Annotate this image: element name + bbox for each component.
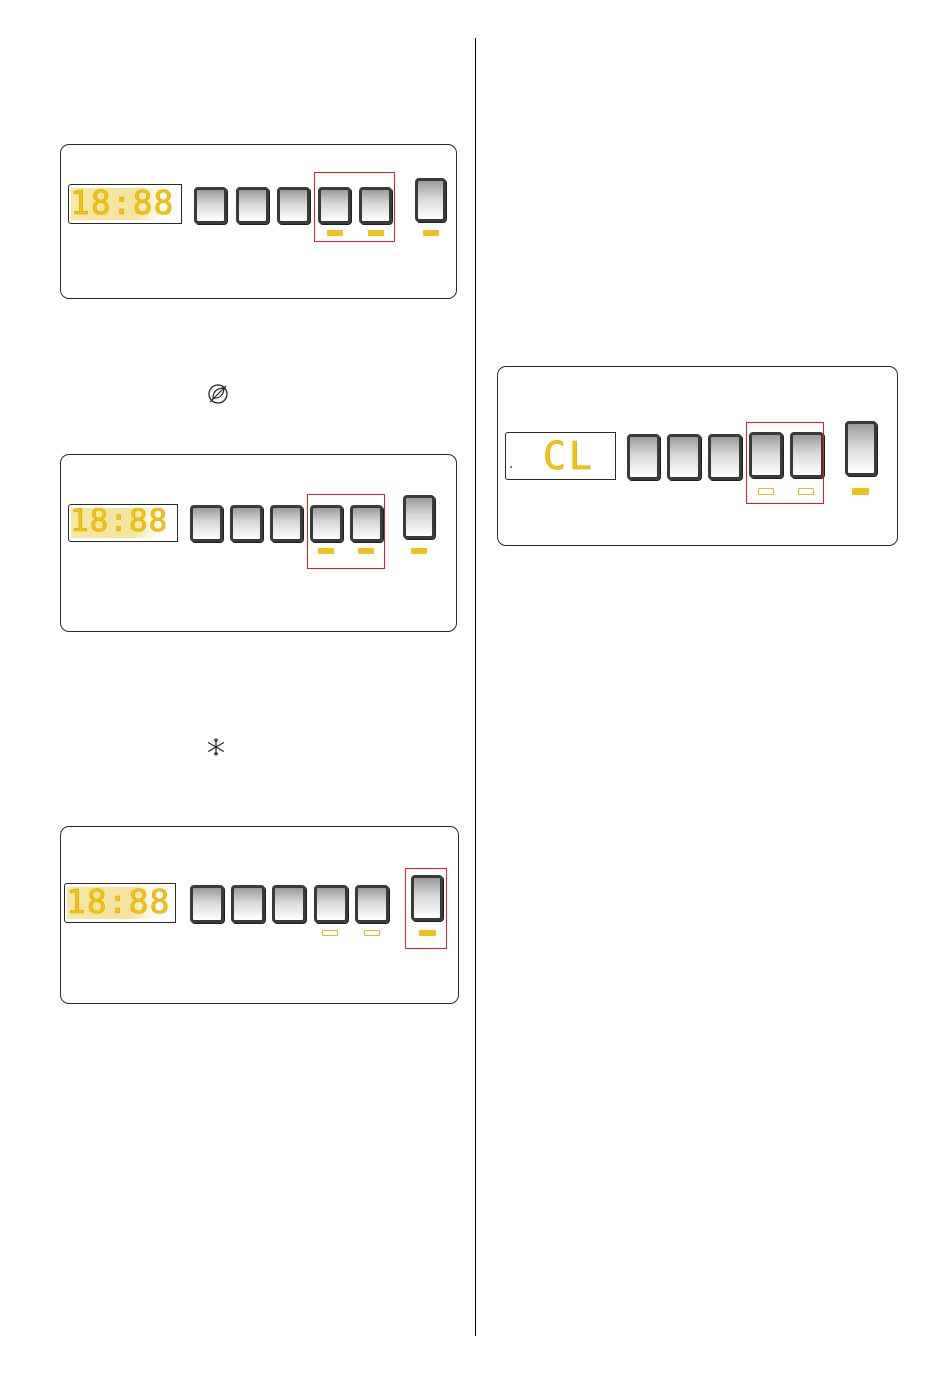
button-3[interactable] — [277, 187, 310, 224]
eco-leaf-crossed-icon — [206, 382, 230, 406]
indicator-led-6 — [852, 488, 869, 495]
highlight-box-4 — [746, 422, 824, 504]
indicator-led-6 — [423, 230, 439, 236]
button-6[interactable] — [845, 421, 877, 476]
control-panel-2 — [60, 454, 457, 632]
button-1[interactable] — [627, 434, 660, 480]
highlight-box-2 — [307, 494, 385, 569]
button-2[interactable] — [236, 187, 269, 224]
button-6[interactable] — [415, 178, 446, 222]
button-2[interactable] — [230, 505, 263, 542]
button-4[interactable] — [314, 885, 348, 923]
button-3[interactable] — [270, 505, 303, 542]
display-digits-3: 18:88 — [66, 885, 170, 918]
column-divider — [475, 38, 476, 1336]
button-3[interactable] — [272, 885, 306, 923]
indicator-led-5 — [364, 930, 380, 936]
display-digits-4: CL — [543, 437, 595, 475]
button-3[interactable] — [708, 434, 742, 480]
button-1[interactable] — [190, 885, 224, 923]
button-2[interactable] — [667, 434, 701, 480]
button-6[interactable] — [403, 495, 435, 539]
indicator-led-4 — [322, 930, 338, 936]
highlight-box-3 — [405, 868, 447, 949]
display-digits-2: 18:88 — [70, 506, 168, 537]
button-2[interactable] — [231, 885, 265, 923]
snowflake-icon — [204, 735, 228, 759]
button-5[interactable] — [355, 885, 389, 923]
button-1[interactable] — [194, 187, 227, 224]
display-dot — [510, 466, 512, 468]
button-1[interactable] — [190, 505, 223, 542]
indicator-led-6 — [411, 548, 427, 554]
display-digits-1: 18:88 — [70, 186, 174, 219]
highlight-box-1 — [314, 172, 395, 242]
